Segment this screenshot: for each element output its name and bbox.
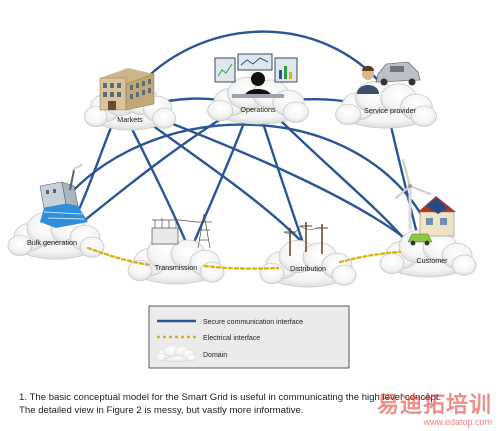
comm-line-operations-transmission xyxy=(193,118,247,242)
legend-comm-label: Secure communication interface xyxy=(203,319,303,326)
comm-line-service-customer xyxy=(388,120,420,240)
power-plant-icon xyxy=(39,163,88,228)
legend-elec-label: Electrical interface xyxy=(203,335,260,342)
comm-line-markets-distribution xyxy=(143,118,302,242)
label-service-provider: Service provider xyxy=(364,106,417,115)
figure-caption: 1. The basic conceptual model for the Sm… xyxy=(19,392,494,417)
elec-line-transmission-distribution xyxy=(203,264,280,270)
caption-line-1: 1. The basic conceptual model for the Sm… xyxy=(19,392,442,403)
operator-monitors-icon xyxy=(214,53,298,98)
label-bulk-generation: Bulk generation xyxy=(27,238,77,247)
distribution-poles-icon xyxy=(283,222,328,256)
label-transmission: Transmission xyxy=(155,263,197,272)
label-markets: Markets xyxy=(117,115,143,124)
communication-lines xyxy=(53,30,432,244)
comm-line-markets-customer xyxy=(148,113,412,244)
elec-line-distribution-customer xyxy=(338,250,402,264)
cloud-service-provider xyxy=(335,80,437,129)
label-operations: Operations xyxy=(240,105,276,114)
label-customer: Customer xyxy=(416,256,448,265)
house-wind-turbine-icon xyxy=(394,158,456,246)
electrical-lines xyxy=(86,246,402,270)
comm-line-operations-customer xyxy=(273,113,407,242)
label-distribution: Distribution xyxy=(290,264,326,273)
building-icon xyxy=(99,68,155,111)
transmission-tower-icon xyxy=(151,213,212,249)
legend: Secure communication interface Electrica… xyxy=(148,305,350,369)
comm-line-bulk-customer xyxy=(53,123,432,232)
comm-line-markets-transmission xyxy=(128,123,187,242)
person-car-icon xyxy=(357,61,421,94)
caption-line-2: The detailed view in Figure 2 is messy, … xyxy=(19,404,304,416)
comm-line-operations-distribution xyxy=(260,118,304,242)
elec-line-bulk-transmission xyxy=(86,246,152,267)
legend-domain-label: Domain xyxy=(203,352,227,359)
comm-line-markets-service xyxy=(133,30,387,92)
comm-line-operations-bulk xyxy=(73,108,237,230)
